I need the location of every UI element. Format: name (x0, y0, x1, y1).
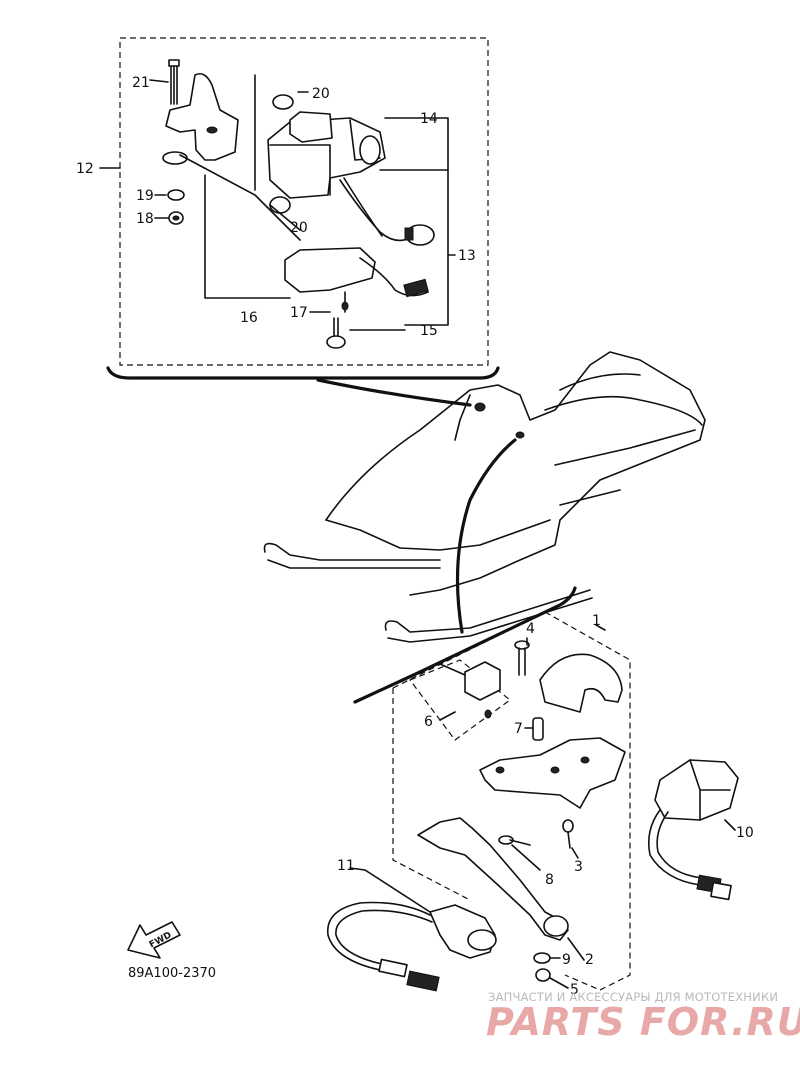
lower-brace (353, 586, 577, 704)
pivot-bolt-4 (514, 640, 530, 676)
callout-15: 15 (420, 323, 438, 339)
relay-unit-10 (647, 759, 739, 901)
screw-3 (562, 819, 574, 849)
callout-17: 17 (290, 305, 308, 321)
brake-switch-11 (327, 901, 497, 992)
watermark-logo: PARTS FOR.RU (486, 1000, 800, 1044)
callout-6: 6 (424, 714, 433, 730)
callout-14: 14 (420, 111, 438, 127)
lower-assembly (327, 611, 739, 992)
callout-20-lower: 20 (290, 220, 308, 236)
callout-2: 2 (585, 952, 594, 968)
callout-3: 3 (574, 859, 583, 875)
callout-18: 18 (136, 211, 154, 227)
callout-9: 9 (562, 952, 571, 968)
inset-brace (106, 366, 500, 380)
switch-block-6 (464, 661, 501, 701)
switch-cover (539, 653, 623, 713)
callout-13: 13 (458, 248, 476, 264)
switch-box-14 (267, 111, 435, 246)
watermark-tagline: ЗАПЧАСТИ И АКСЕССУАРЫ ДЛЯ МОТОТЕХНИКИ (488, 990, 779, 1004)
diagram-code: 89A100-2370 (128, 966, 217, 981)
leader-arrow-upper (316, 378, 472, 407)
pin-7 (532, 717, 544, 741)
fwd-arrow-icon: FWD (127, 921, 181, 959)
callout-5: 5 (570, 982, 579, 998)
leader-arrow-lower (455, 438, 517, 634)
grommet-20-lower (269, 196, 291, 214)
callout-10: 10 (736, 825, 754, 841)
mount-bracket (165, 72, 239, 161)
top-inset-assembly (99, 37, 500, 380)
callout-8: 8 (545, 872, 554, 888)
nut-5 (535, 968, 551, 982)
bracket-washer (162, 151, 188, 165)
washer-9 (533, 952, 551, 964)
washer-19 (167, 189, 185, 201)
screw-15 (326, 317, 346, 349)
callout-20-upper: 20 (312, 86, 330, 102)
bolt-21 (168, 59, 180, 105)
callout-labels: 21 20 14 12 19 18 20 13 17 16 15 1 4 6 7… (76, 75, 754, 998)
snowmobile-outline (263, 351, 706, 704)
screw-8 (498, 835, 531, 846)
callout-16: 16 (240, 310, 258, 326)
lower-bracket-16 (284, 247, 376, 293)
callout-12: 12 (76, 161, 94, 177)
lower-dashed-frame (392, 611, 631, 991)
callout-19: 19 (136, 188, 154, 204)
callout-1: 1 (592, 613, 601, 629)
callout-7: 7 (514, 721, 523, 737)
inset-dashed-frame (119, 37, 489, 366)
grommet-20-upper (272, 94, 294, 110)
callout-21: 21 (132, 75, 150, 91)
callout-11: 11 (337, 858, 355, 874)
callout-4: 4 (526, 621, 535, 637)
